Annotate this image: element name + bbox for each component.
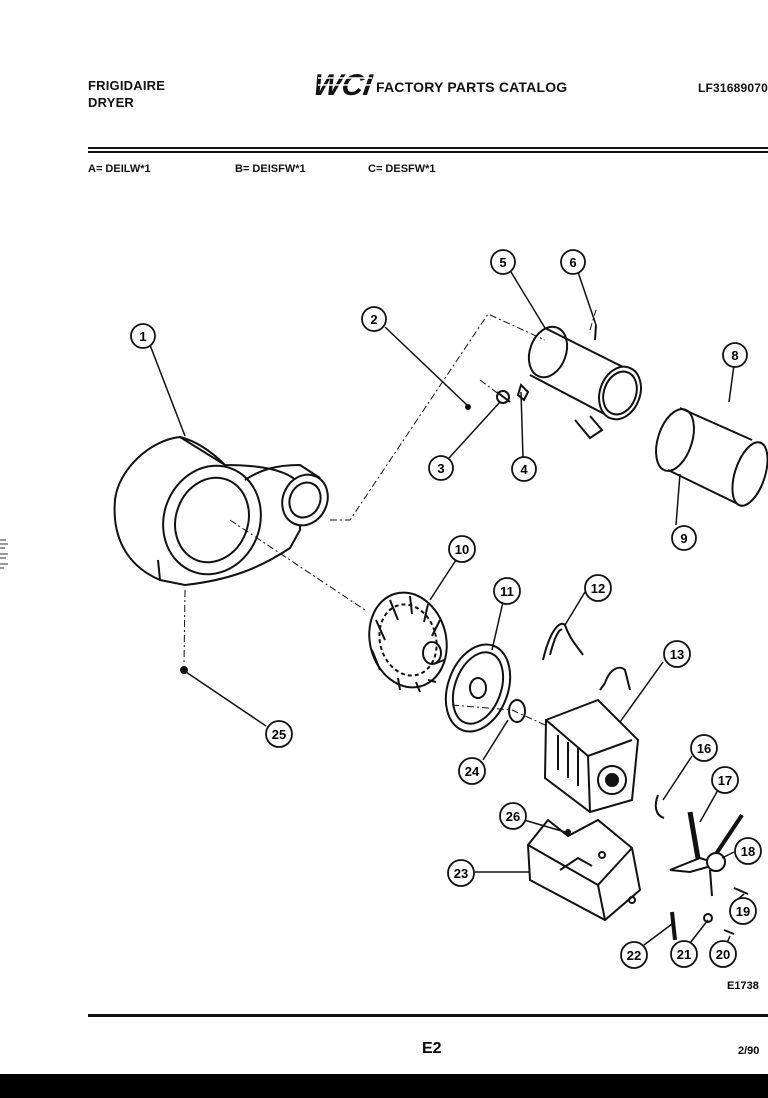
callout-3: 3 [428, 455, 454, 481]
callout-18: 18 [734, 837, 762, 865]
heater-housing [527, 324, 642, 440]
blower-wheel [368, 591, 448, 693]
callout-13: 13 [663, 640, 691, 668]
header-rule-bottom [88, 151, 768, 153]
svg-text:22: 22 [627, 948, 641, 963]
callout-23: 23 [447, 859, 475, 887]
catalog-page: FRIGIDAIRE DRYER WCI FACTORY PARTS CATAL… [0, 0, 768, 1074]
callout-20: 20 [709, 940, 737, 968]
variant-b: B= DEISFW*1 [235, 163, 306, 175]
idler-assembly [654, 794, 749, 941]
svg-text:11: 11 [500, 584, 514, 599]
catalog-title: FACTORY PARTS CATALOG [376, 79, 568, 95]
svg-text:9: 9 [680, 531, 687, 546]
product-type: DRYER [88, 95, 135, 110]
page-number: E2 [422, 1040, 442, 1057]
callout-17: 17 [711, 766, 739, 794]
clip [565, 829, 571, 835]
variant-c: C= DESFW*1 [368, 163, 436, 175]
callout-19: 19 [729, 897, 757, 925]
header-rule-top [88, 147, 768, 149]
callout-leaders [149, 271, 745, 946]
motor-mount [526, 818, 642, 922]
callout-22: 22 [620, 941, 648, 969]
svg-text:25: 25 [272, 727, 286, 742]
blower-housing [113, 435, 329, 587]
heating-element [655, 407, 768, 507]
callout-5: 5 [490, 249, 516, 275]
svg-text:16: 16 [697, 741, 711, 756]
variant-a: A= DEILW*1 [88, 163, 151, 175]
svg-text:5: 5 [499, 255, 506, 270]
callout-21: 21 [670, 940, 698, 968]
footer-rule [88, 1014, 768, 1017]
callout-12: 12 [584, 574, 612, 602]
motor-strap [542, 622, 584, 661]
wci-logo: WCI [314, 69, 374, 100]
callout-8: 8 [722, 342, 748, 368]
callout-2: 2 [361, 306, 387, 332]
screw [180, 666, 188, 674]
callout-11: 11 [493, 577, 521, 605]
callout-24: 24 [458, 757, 486, 785]
callout-6: 6 [560, 249, 586, 275]
svg-text:4: 4 [520, 462, 528, 477]
svg-text:2: 2 [370, 312, 377, 327]
callout-25: 25 [265, 720, 293, 748]
brand-block: FRIGIDAIRE DRYER [88, 77, 165, 111]
callout-4: 4 [511, 456, 537, 482]
svg-text:18: 18 [741, 844, 755, 859]
clamp-and-thermostat [465, 383, 530, 410]
svg-text:8: 8 [731, 348, 738, 363]
svg-text:13: 13 [670, 647, 684, 662]
svg-text:21: 21 [677, 947, 691, 962]
revision-date: 2/90 [738, 1045, 760, 1057]
svg-text:1: 1 [139, 329, 146, 344]
svg-text:24: 24 [465, 764, 480, 779]
callout-1: 1 [130, 323, 156, 349]
svg-text:3: 3 [437, 461, 444, 476]
svg-text:6: 6 [569, 255, 576, 270]
svg-text:12: 12 [591, 581, 605, 596]
callout-10: 10 [448, 535, 476, 563]
svg-text:19: 19 [736, 904, 750, 919]
scan-edge-marks [0, 539, 8, 569]
callout-9: 9 [671, 525, 697, 551]
exploded-parts-diagram: 1 2 3 4 5 6 8 9 10 11 12 13 16 17 18 19 … [113, 249, 768, 969]
callout-16: 16 [690, 734, 718, 762]
figure-id: E1738 [727, 980, 759, 992]
svg-text:26: 26 [506, 809, 520, 824]
svg-text:17: 17 [718, 773, 732, 788]
part-callouts: 1 2 3 4 5 6 8 9 10 11 12 13 16 17 18 19 … [130, 249, 762, 969]
model-number: LF31689070 [697, 81, 768, 95]
bearing [508, 699, 526, 723]
motor [543, 666, 640, 814]
callout-26: 26 [499, 802, 527, 830]
assembly-guide-lines [183, 309, 597, 726]
svg-text:10: 10 [455, 542, 469, 557]
svg-text:20: 20 [716, 947, 730, 962]
svg-text:23: 23 [454, 866, 468, 881]
brand-name: FRIGIDAIRE [88, 78, 166, 93]
